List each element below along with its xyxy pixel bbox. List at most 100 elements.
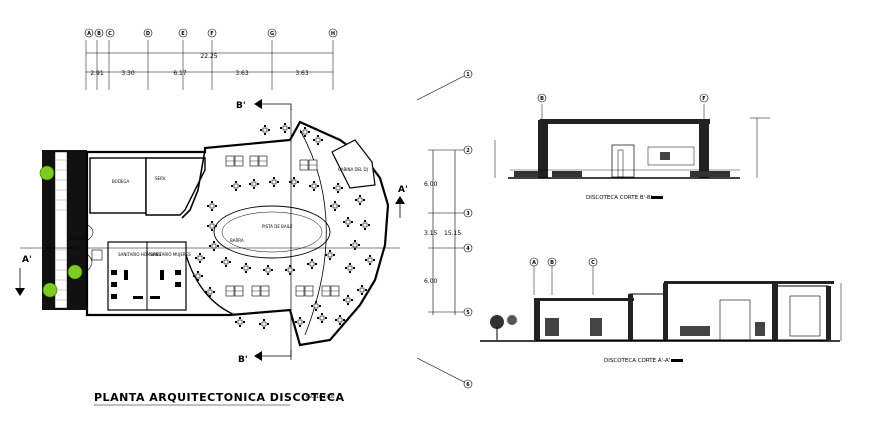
dimension-value: 6.00 (424, 181, 438, 188)
section-mark: B' (238, 355, 248, 365)
section-mark: A' (22, 255, 32, 265)
grid-axis-label: B (540, 96, 544, 102)
booth-table-icon (295, 285, 314, 297)
section-caption: DISCOTECA CORTE A'-A' (604, 358, 670, 364)
section-a-elevation: A B C DISCOTECA CORTE A'-A' (480, 257, 842, 364)
dimension-value: 3.30 (121, 70, 135, 77)
grid-axis-label: F (702, 96, 705, 102)
room-label: SANITARIO MUJERES (150, 252, 191, 257)
booth-table-icon (225, 155, 244, 167)
grid-axis-label: B (97, 31, 101, 37)
grid-axis-label: A (532, 260, 536, 266)
table-with-chairs-icon (325, 250, 335, 260)
table-with-chairs-icon (333, 183, 343, 193)
dimension-value: 3.63 (235, 70, 249, 77)
right-dimension-string: 1 2 3 4 5 6 6.00 3.15 15.15 6.00 (416, 69, 473, 389)
section-mark: A' (398, 185, 408, 195)
grid-axis-label: B (550, 260, 554, 266)
table-with-chairs-icon (309, 181, 319, 191)
section-mark: B' (236, 101, 246, 111)
room-label: CABINA DEL DJ (338, 167, 368, 172)
table-with-chairs-icon (317, 313, 327, 323)
grid-axis-label: 2 (466, 148, 470, 154)
table-with-chairs-icon (343, 295, 353, 305)
table-with-chairs-icon (209, 241, 219, 251)
room-label: BODEGA (112, 179, 130, 184)
total-dimension: 22.25 (200, 53, 217, 60)
grid-axis-label: E (181, 31, 185, 37)
table-with-chairs-icon (335, 315, 345, 325)
booth-table-icon (251, 285, 270, 297)
grid-axis-label: 4 (466, 246, 470, 252)
booth-table-icon (299, 159, 318, 171)
table-with-chairs-icon (231, 181, 241, 191)
grid-axis-label: G (270, 31, 274, 37)
room-label: SANITARIO HOMBRES (118, 252, 161, 257)
booth-table-icon (225, 285, 244, 297)
table-with-chairs-icon (295, 317, 305, 327)
table-with-chairs-icon (259, 319, 269, 329)
table-with-chairs-icon (269, 177, 279, 187)
tree-icon (42, 282, 58, 298)
table-with-chairs-icon (205, 287, 215, 297)
table-with-chairs-icon (241, 263, 251, 273)
dimension-value: 15.15 (444, 230, 461, 237)
top-dimension-string: A B C D E F G H 22.25 2.91 3.30 6.17 3.6… (84, 28, 338, 90)
table-with-chairs-icon (193, 271, 203, 281)
grid-axis-label: D (146, 31, 150, 37)
dj-booth (331, 139, 376, 189)
table-with-chairs-icon (307, 259, 317, 269)
tree-icon (39, 165, 55, 181)
booth-table-icon (321, 285, 340, 297)
grid-axis-label: A (87, 31, 91, 37)
dimension-value: 3.63 (295, 70, 309, 77)
grid-axis-label: F (210, 31, 213, 37)
floor-plan: BODEGA SERV. SANITARIO HOMBRES SANITARIO… (15, 99, 408, 365)
table-with-chairs-icon (313, 135, 323, 145)
grid-axis-label: C (108, 31, 112, 37)
drawing-title: PLANTA ARQUITECTONICA DISCOTECA (94, 391, 344, 404)
table-with-chairs-icon (289, 177, 299, 187)
table-group (193, 123, 375, 329)
dimension-value: 3.15 (424, 230, 438, 237)
table-with-chairs-icon (350, 240, 360, 250)
table-with-chairs-icon (263, 265, 273, 275)
grid-axis-label: 5 (466, 310, 470, 316)
grid-axis-label: 1 (466, 72, 470, 78)
booth-table-icon (249, 155, 268, 167)
section-b-elevation: B F DISCOTECA CORTE B'-B' (494, 93, 770, 201)
section-caption: DISCOTECA CORTE B'-B' (586, 195, 652, 201)
table-with-chairs-icon (207, 221, 217, 231)
dimension-value: 6.17 (173, 70, 187, 77)
grid-axis-label: C (591, 260, 595, 266)
scale-label: ESCALA 1:100 (306, 394, 335, 399)
table-with-chairs-icon (360, 220, 370, 230)
table-with-chairs-icon (285, 265, 295, 275)
dimension-value: 2.91 (90, 70, 104, 77)
table-with-chairs-icon (300, 127, 310, 137)
table-with-chairs-icon (249, 179, 259, 189)
bodega-room (89, 157, 147, 214)
table-with-chairs-icon (207, 201, 217, 211)
table-with-chairs-icon (330, 201, 340, 211)
table-with-chairs-icon (280, 123, 290, 133)
table-with-chairs-icon (355, 195, 365, 205)
table-with-chairs-icon (345, 263, 355, 273)
table-with-chairs-icon (235, 317, 245, 327)
tree-icon (67, 264, 83, 280)
table-with-chairs-icon (311, 301, 321, 311)
room-label: BARRA (230, 238, 244, 243)
room-label: PISTA DE BAILE (262, 224, 293, 229)
room-label: ACCESO (70, 236, 86, 241)
table-with-chairs-icon (195, 253, 205, 263)
table-with-chairs-icon (260, 125, 270, 135)
table-with-chairs-icon (365, 255, 375, 265)
table-with-chairs-icon (357, 285, 367, 295)
table-with-chairs-icon (221, 257, 231, 267)
room-label: SERV. (155, 176, 166, 181)
grid-axis-label: 3 (466, 211, 470, 217)
table-with-chairs-icon (343, 217, 353, 227)
grid-axis-label: 6 (466, 382, 470, 388)
grid-axis-label: H (331, 31, 335, 37)
